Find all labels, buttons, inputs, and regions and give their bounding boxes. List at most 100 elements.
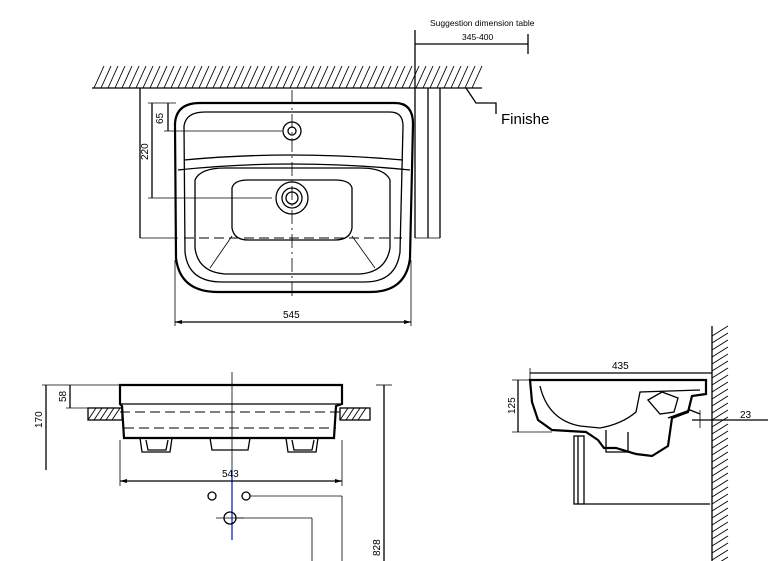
dim-install-height: 828: [372, 539, 383, 556]
hatch-line: [198, 65, 210, 89]
hatch-line: [711, 493, 729, 505]
basin-front-body: [118, 383, 344, 440]
hatch-line: [387, 65, 399, 89]
hatch-line: [711, 549, 729, 561]
hatch-line: [303, 65, 315, 89]
basin-side-section: [528, 378, 708, 458]
hatch-line: [93, 407, 103, 421]
wall-hatch-top: [92, 65, 483, 89]
hatch-line: [711, 472, 729, 484]
hatch-line: [177, 65, 189, 89]
hatch-line: [401, 65, 413, 89]
finish-leader: [465, 87, 497, 114]
top-view: 65 220 545 Suggestion dimension table 34…: [92, 18, 549, 326]
hatch-line: [366, 65, 378, 89]
dim-depth-top: 220: [140, 143, 151, 160]
side-view: 435 125 23: [507, 325, 768, 561]
front-view: 58 170 543 828: [34, 372, 392, 561]
hatch-line: [345, 407, 355, 421]
hatch-line: [339, 407, 349, 421]
hatch-line: [351, 407, 361, 421]
hatch-line: [352, 65, 364, 89]
hatch-line: [111, 407, 121, 421]
hatch-line: [93, 65, 105, 89]
hatch-line: [296, 65, 308, 89]
dim-width-top: 545: [283, 310, 300, 321]
dim-height-side: 125: [507, 397, 518, 414]
hatch-line: [711, 325, 729, 337]
hatch-line: [711, 521, 729, 533]
hatch-line: [254, 65, 266, 89]
finish-label: Finishe: [501, 111, 549, 128]
hatch-line: [711, 423, 729, 435]
hatch-line: [282, 65, 294, 89]
hatch-line: [711, 514, 729, 526]
hatch-line: [711, 437, 729, 449]
hatch-line: [310, 65, 322, 89]
hatch-line: [289, 65, 301, 89]
hatch-line: [156, 65, 168, 89]
hatch-line: [711, 409, 729, 421]
hatch-line: [443, 65, 455, 89]
hatch-line: [711, 444, 729, 456]
hatch-line: [711, 507, 729, 519]
hatch-line: [345, 65, 357, 89]
hatch-line: [135, 65, 147, 89]
hatch-line: [114, 65, 126, 89]
hatch-line: [711, 374, 729, 386]
hatch-line: [394, 65, 406, 89]
hatch-line: [711, 542, 729, 554]
hatch-line: [380, 65, 392, 89]
hatch-line: [711, 388, 729, 400]
hatch-line: [464, 65, 476, 89]
hatch-line: [429, 65, 441, 89]
hatch-line: [457, 65, 469, 89]
hatch-line: [268, 65, 280, 89]
hatch-line: [711, 353, 729, 365]
hatch-line: [711, 346, 729, 358]
hatch-line: [121, 65, 133, 89]
dim-wall-gap: 23: [740, 410, 752, 421]
hatch-line: [338, 65, 350, 89]
hatch-line: [149, 65, 161, 89]
hatch-line: [711, 332, 729, 344]
hatch-line: [324, 65, 336, 89]
hatch-line: [720, 556, 729, 561]
hatch-line: [128, 65, 140, 89]
hatch-line: [415, 65, 427, 89]
hatch-line: [373, 65, 385, 89]
supply-hole-left: [207, 491, 217, 501]
hatch-line: [450, 65, 462, 89]
hatch-line: [191, 65, 203, 89]
dim-depth-side: 435: [612, 361, 629, 372]
hatch-line: [219, 65, 231, 89]
basin-outer-contour: [173, 101, 415, 294]
hatch-line: [317, 65, 329, 89]
hatch-line: [357, 407, 367, 421]
hatch-line: [331, 65, 343, 89]
hatch-line: [711, 402, 729, 414]
hatch-line: [711, 360, 729, 372]
suggestion-range: 345-400: [462, 32, 493, 42]
hatch-line: [711, 500, 729, 512]
hatch-line: [163, 65, 175, 89]
dim-hole-offset: 65: [155, 112, 166, 124]
hatch-line: [247, 65, 259, 89]
hatch-line: [711, 416, 729, 428]
hatch-line: [105, 407, 115, 421]
supply-hole-right: [241, 491, 251, 501]
hatch-line: [711, 339, 729, 351]
hatch-line: [711, 381, 729, 393]
hatch-line: [170, 65, 182, 89]
suggestion-title: Suggestion dimension table: [430, 18, 535, 28]
hatch-line: [184, 65, 196, 89]
hatch-line: [107, 65, 119, 89]
hatch-line: [436, 65, 448, 89]
hatch-line: [142, 65, 154, 89]
hatch-line: [261, 65, 273, 89]
hatch-line: [711, 367, 729, 379]
hatch-line: [275, 65, 287, 89]
hatch-line: [100, 65, 112, 89]
hatch-line: [711, 458, 729, 470]
